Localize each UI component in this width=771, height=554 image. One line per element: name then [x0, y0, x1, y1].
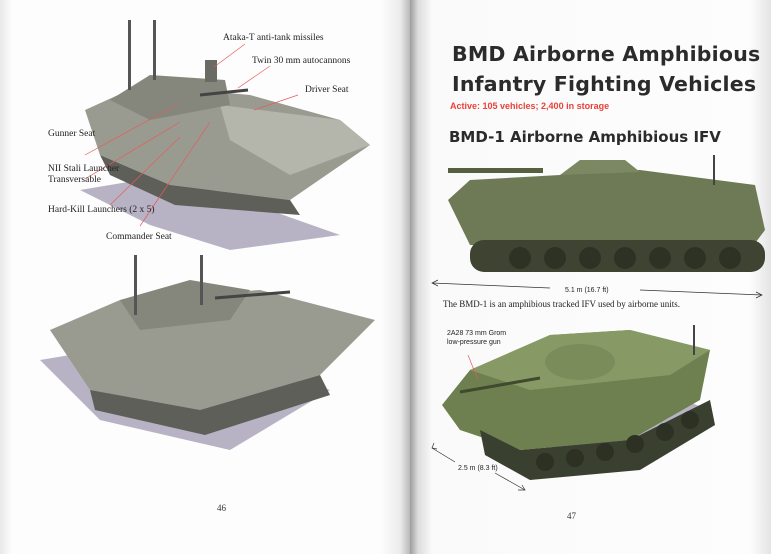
gun-callout-line [467, 354, 479, 381]
bmd1-caption: The BMD-1 is an amphibious tracked IFV u… [443, 299, 681, 309]
callout-commander-seat: Commander Seat [106, 232, 172, 242]
callout-ataka-missiles: Ataka-T anti-tank missiles [223, 33, 324, 43]
length-dimension-arrow [431, 279, 763, 299]
page-number: 47 [567, 511, 576, 521]
shadow [80, 175, 340, 250]
left-page: Ataka-T anti-tank missiles Twin 30 mm au… [0, 0, 410, 554]
width-dimension-label: 2.5 m (8.3 ft) [458, 465, 498, 472]
callout-autocannons: Twin 30 mm autocannons [252, 56, 351, 66]
page-title-line2: Infantry Fighting Vehicles [452, 72, 757, 96]
callout-nii-stali-line2: Transversable [48, 175, 101, 185]
armata-ifv-illustrations [40, 20, 375, 450]
page-number: 46 [217, 503, 226, 513]
bottom-vehicle-drawing [50, 255, 375, 435]
section-heading: BMD-1 Airborne Amphibious IFV [449, 128, 721, 146]
width-dimension-arrow [431, 442, 526, 491]
gun-callout-line2: low-pressure gun [447, 339, 501, 346]
top-vehicle-drawing [85, 20, 370, 215]
bmd1-3d-view [442, 325, 715, 480]
page-title-line1: BMD Airborne Amphibious [452, 42, 761, 66]
callout-nii-stali-line1: NII Stali Launcher [48, 164, 120, 174]
length-dimension-label: 5.1 m (16.7 ft) [565, 287, 609, 294]
callout-lines [84, 43, 299, 227]
bmd1-side-view [448, 155, 765, 272]
callout-driver-seat: Driver Seat [305, 85, 349, 95]
bmd1-illustrations [431, 155, 765, 491]
right-page: BMD Airborne Amphibious Infantry Fightin… [410, 0, 771, 554]
callout-gunner-seat: Gunner Seat [48, 129, 96, 139]
callout-hard-kill-launchers: Hard-Kill Launchers (2 x 5) [48, 205, 155, 215]
active-count-subtitle: Active: 105 vehicles; 2,400 in storage [450, 101, 610, 111]
gun-callout-line1: 2A28 73 mm Grom [447, 330, 507, 337]
